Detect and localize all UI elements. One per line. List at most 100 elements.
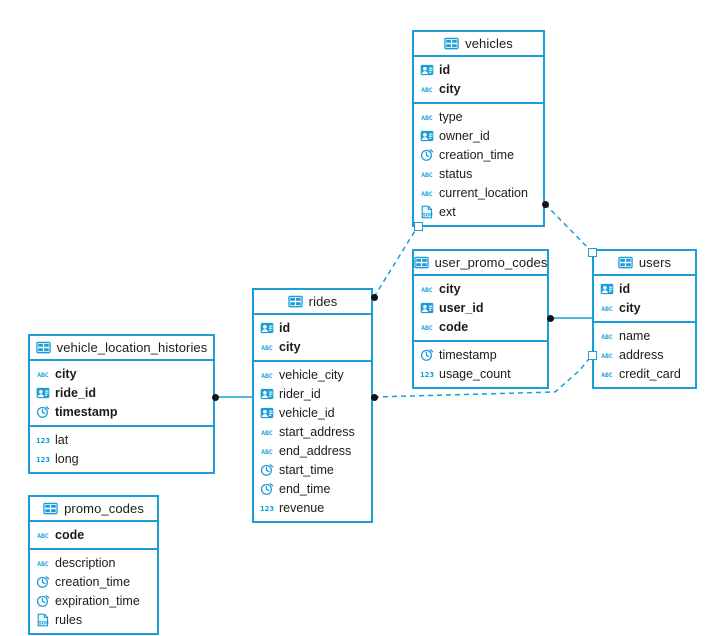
column-row-rider_id[interactable]: rider_id bbox=[254, 384, 371, 403]
table-grid-icon bbox=[413, 255, 429, 270]
primary-key-row-id[interactable]: id bbox=[594, 279, 695, 298]
abc-text-icon: ABC bbox=[420, 282, 434, 296]
abc-text-icon: ABC bbox=[600, 367, 614, 381]
table-name-label: rides bbox=[308, 294, 338, 309]
primary-key-row-ride_id[interactable]: ride_id bbox=[30, 383, 213, 402]
table-name-label: promo_codes bbox=[64, 501, 144, 516]
column-row-lat[interactable]: 123 lat bbox=[30, 430, 213, 449]
table-grid-icon bbox=[618, 255, 633, 270]
relationship-edge-vehicles-to-users[interactable] bbox=[544, 203, 593, 253]
relationship-endpoint-square-users bbox=[587, 350, 597, 360]
column-row-long[interactable]: 123 long bbox=[30, 449, 213, 468]
column-row-owner_id[interactable]: owner_id bbox=[414, 126, 543, 145]
id-card-icon bbox=[420, 301, 434, 315]
column-label: ride_id bbox=[55, 385, 96, 400]
svg-text:ABC: ABC bbox=[421, 285, 433, 293]
column-row-creation_time[interactable]: creation_time bbox=[30, 572, 157, 591]
column-label: rider_id bbox=[279, 386, 321, 401]
column-row-expiration_time[interactable]: expiration_time bbox=[30, 591, 157, 610]
abc-text-icon: ABC bbox=[36, 367, 50, 381]
table-name-label: users bbox=[638, 255, 672, 270]
svg-text:ABC: ABC bbox=[37, 531, 49, 539]
svg-text:ABC: ABC bbox=[421, 113, 433, 121]
column-row-timestamp[interactable]: timestamp bbox=[414, 345, 547, 364]
table-header-vehicles[interactable]: vehicles bbox=[414, 32, 543, 57]
column-group-promo_codes: ABC description creation_time expiration_ti… bbox=[30, 550, 157, 633]
abc-text-icon: ABC bbox=[36, 556, 50, 570]
table-name-label: vehicles bbox=[465, 36, 513, 51]
relationship-endpoint-square-vehicles bbox=[413, 221, 423, 231]
table-header-promo_codes[interactable]: promo_codes bbox=[30, 497, 157, 522]
abc-text-icon: ABC bbox=[420, 186, 434, 200]
primary-key-row-id[interactable]: id bbox=[254, 318, 371, 337]
column-row-creation_time[interactable]: creation_time bbox=[414, 145, 543, 164]
primary-key-row-user_id[interactable]: user_id bbox=[414, 298, 547, 317]
column-label: vehicle_city bbox=[279, 367, 344, 382]
column-label: timestamp bbox=[439, 347, 497, 362]
id-card-icon bbox=[260, 406, 274, 420]
table-grid-icon bbox=[35, 340, 51, 355]
table-header-rides[interactable]: rides bbox=[254, 290, 371, 315]
table-header-vehicle_location_histories[interactable]: vehicle_location_histories bbox=[30, 336, 213, 361]
clock-icon bbox=[260, 463, 274, 477]
table-header-user_promo_codes[interactable]: user_promo_codes bbox=[413, 251, 548, 276]
primary-key-row-timestamp[interactable]: timestamp bbox=[30, 402, 213, 421]
column-label: long bbox=[55, 451, 79, 466]
123-number-icon: 123 bbox=[36, 433, 50, 447]
column-row-end_time[interactable]: end_time bbox=[254, 479, 371, 498]
abc-text-icon: ABC bbox=[420, 320, 434, 334]
column-group-vehicle_location_histories: 123 lat 123 long bbox=[30, 427, 213, 472]
abc-text-icon: ABC bbox=[420, 110, 434, 124]
table-grid-icon bbox=[444, 36, 459, 51]
column-label: lat bbox=[55, 432, 69, 447]
primary-key-row-id[interactable]: id bbox=[414, 60, 543, 79]
column-label: city bbox=[439, 81, 461, 96]
column-row-start_time[interactable]: start_time bbox=[254, 460, 371, 479]
id-card-icon bbox=[420, 63, 434, 77]
svg-text:ABC: ABC bbox=[37, 559, 49, 567]
table-header-users[interactable]: users bbox=[594, 251, 695, 276]
column-label: creation_time bbox=[55, 574, 131, 589]
abc-text-icon: ABC bbox=[420, 82, 434, 96]
id-card-icon bbox=[600, 282, 614, 296]
svg-text:123: 123 bbox=[36, 455, 50, 463]
svg-text:ABC: ABC bbox=[37, 370, 49, 378]
primary-key-row-city[interactable]: ABC city bbox=[414, 79, 543, 98]
column-label: description bbox=[55, 555, 116, 570]
relationship-endpoint-dot-rides bbox=[370, 293, 378, 301]
column-label: start_time bbox=[279, 462, 334, 477]
column-row-description[interactable]: ABC description bbox=[30, 553, 157, 572]
column-label: id bbox=[619, 281, 631, 296]
table-name-label: user_promo_codes bbox=[434, 255, 548, 270]
svg-text:ABC: ABC bbox=[601, 304, 613, 312]
column-row-vehicle_id[interactable]: vehicle_id bbox=[254, 403, 371, 422]
